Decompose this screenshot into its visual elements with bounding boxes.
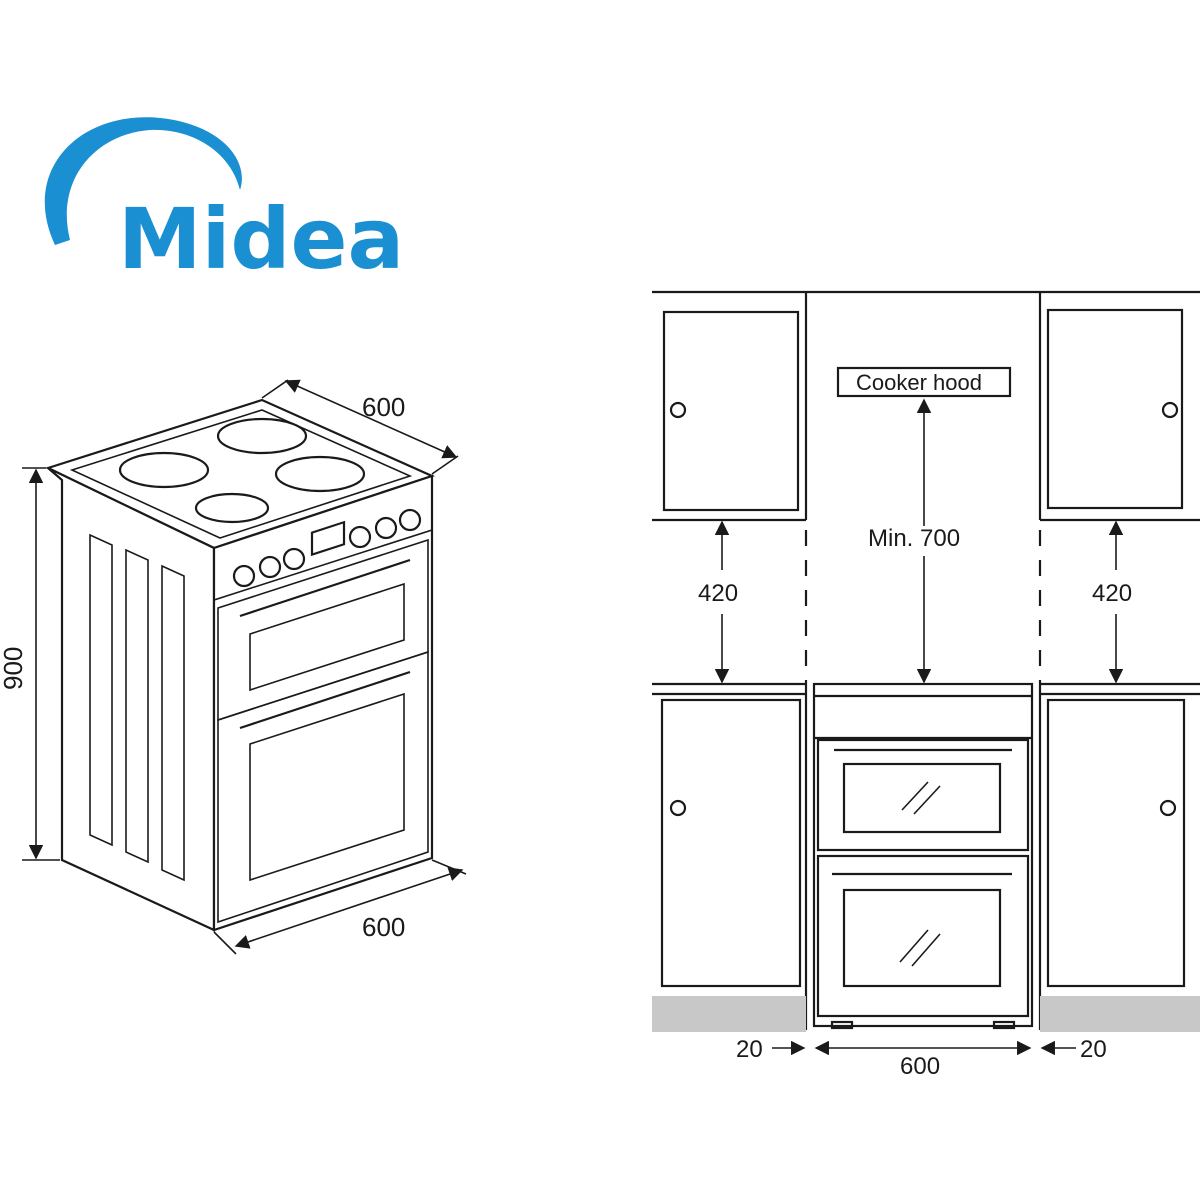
left-base-knob-icon (669, 799, 687, 817)
cooker-hood-box (836, 366, 1012, 398)
cooker-3d-drawing: 600 900 600 (0, 379, 467, 955)
midea-logo: Midea (44, 117, 404, 288)
right-base-knob-icon (1159, 799, 1177, 817)
right-gap-label: 420 (1092, 580, 1132, 607)
logo-text: Midea (118, 190, 404, 288)
hob-ring-right (274, 455, 366, 493)
left-wall-knob-icon (669, 401, 687, 419)
right-base-cabinet (1046, 698, 1186, 988)
hob-ring-front (194, 492, 270, 524)
right-wall-cabinet (1040, 308, 1200, 522)
right-wall-knob-icon (1161, 401, 1179, 419)
left-gap-label: 420 (698, 580, 738, 607)
knob-5-icon (374, 516, 398, 540)
left-base-cabinet (660, 698, 802, 988)
hob-ring-left (118, 451, 210, 489)
installation-front-view: Cooker hood Min. 700 420 420 (652, 290, 1200, 1080)
knob-2-icon (258, 555, 282, 579)
left-wall-cabinet (652, 310, 806, 522)
hob-ring-back (216, 417, 308, 455)
right-side-gap-label: 20 (1080, 1036, 1107, 1063)
logo-swoosh-icon (44, 117, 242, 245)
height-dimension-label: 900 (0, 647, 28, 690)
depth-dimension-label: 600 (362, 392, 405, 422)
knob-4-icon (348, 525, 372, 549)
cooker-front (812, 682, 1034, 1030)
left-plinth (652, 996, 806, 1032)
right-plinth (1040, 996, 1200, 1032)
width-dimension-label: 600 (362, 912, 405, 942)
knob-1-icon (232, 564, 256, 588)
min-clearance-label: Min. 700 (868, 525, 960, 552)
knob-3-icon (282, 547, 306, 571)
display-icon (310, 520, 346, 557)
left-side-gap-label: 20 (736, 1036, 763, 1063)
cooker-hood-label: Cooker hood (856, 370, 982, 395)
appliance-width-label: 600 (900, 1053, 940, 1080)
knob-6-icon (398, 508, 422, 532)
